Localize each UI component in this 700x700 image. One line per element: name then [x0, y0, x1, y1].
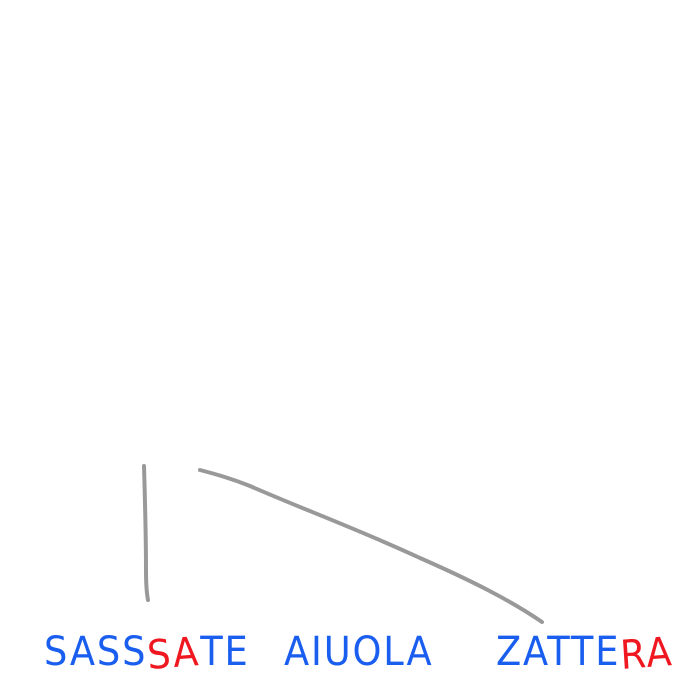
diagonal-stroke — [198, 468, 544, 624]
word-part: AIUOLA — [284, 629, 434, 675]
word-part: SASS — [44, 629, 148, 675]
vertical-stroke — [142, 464, 150, 602]
word-aiuola: AIUOLA — [284, 628, 434, 676]
word-part-highlight: RA — [619, 629, 675, 679]
word-zattera: ZATTERA — [496, 628, 675, 679]
word-part: TE — [200, 629, 250, 675]
word-sassate: SASSSATE — [44, 628, 250, 679]
word-part: ZATTE — [496, 629, 621, 675]
word-part-highlight: SA — [146, 629, 202, 679]
